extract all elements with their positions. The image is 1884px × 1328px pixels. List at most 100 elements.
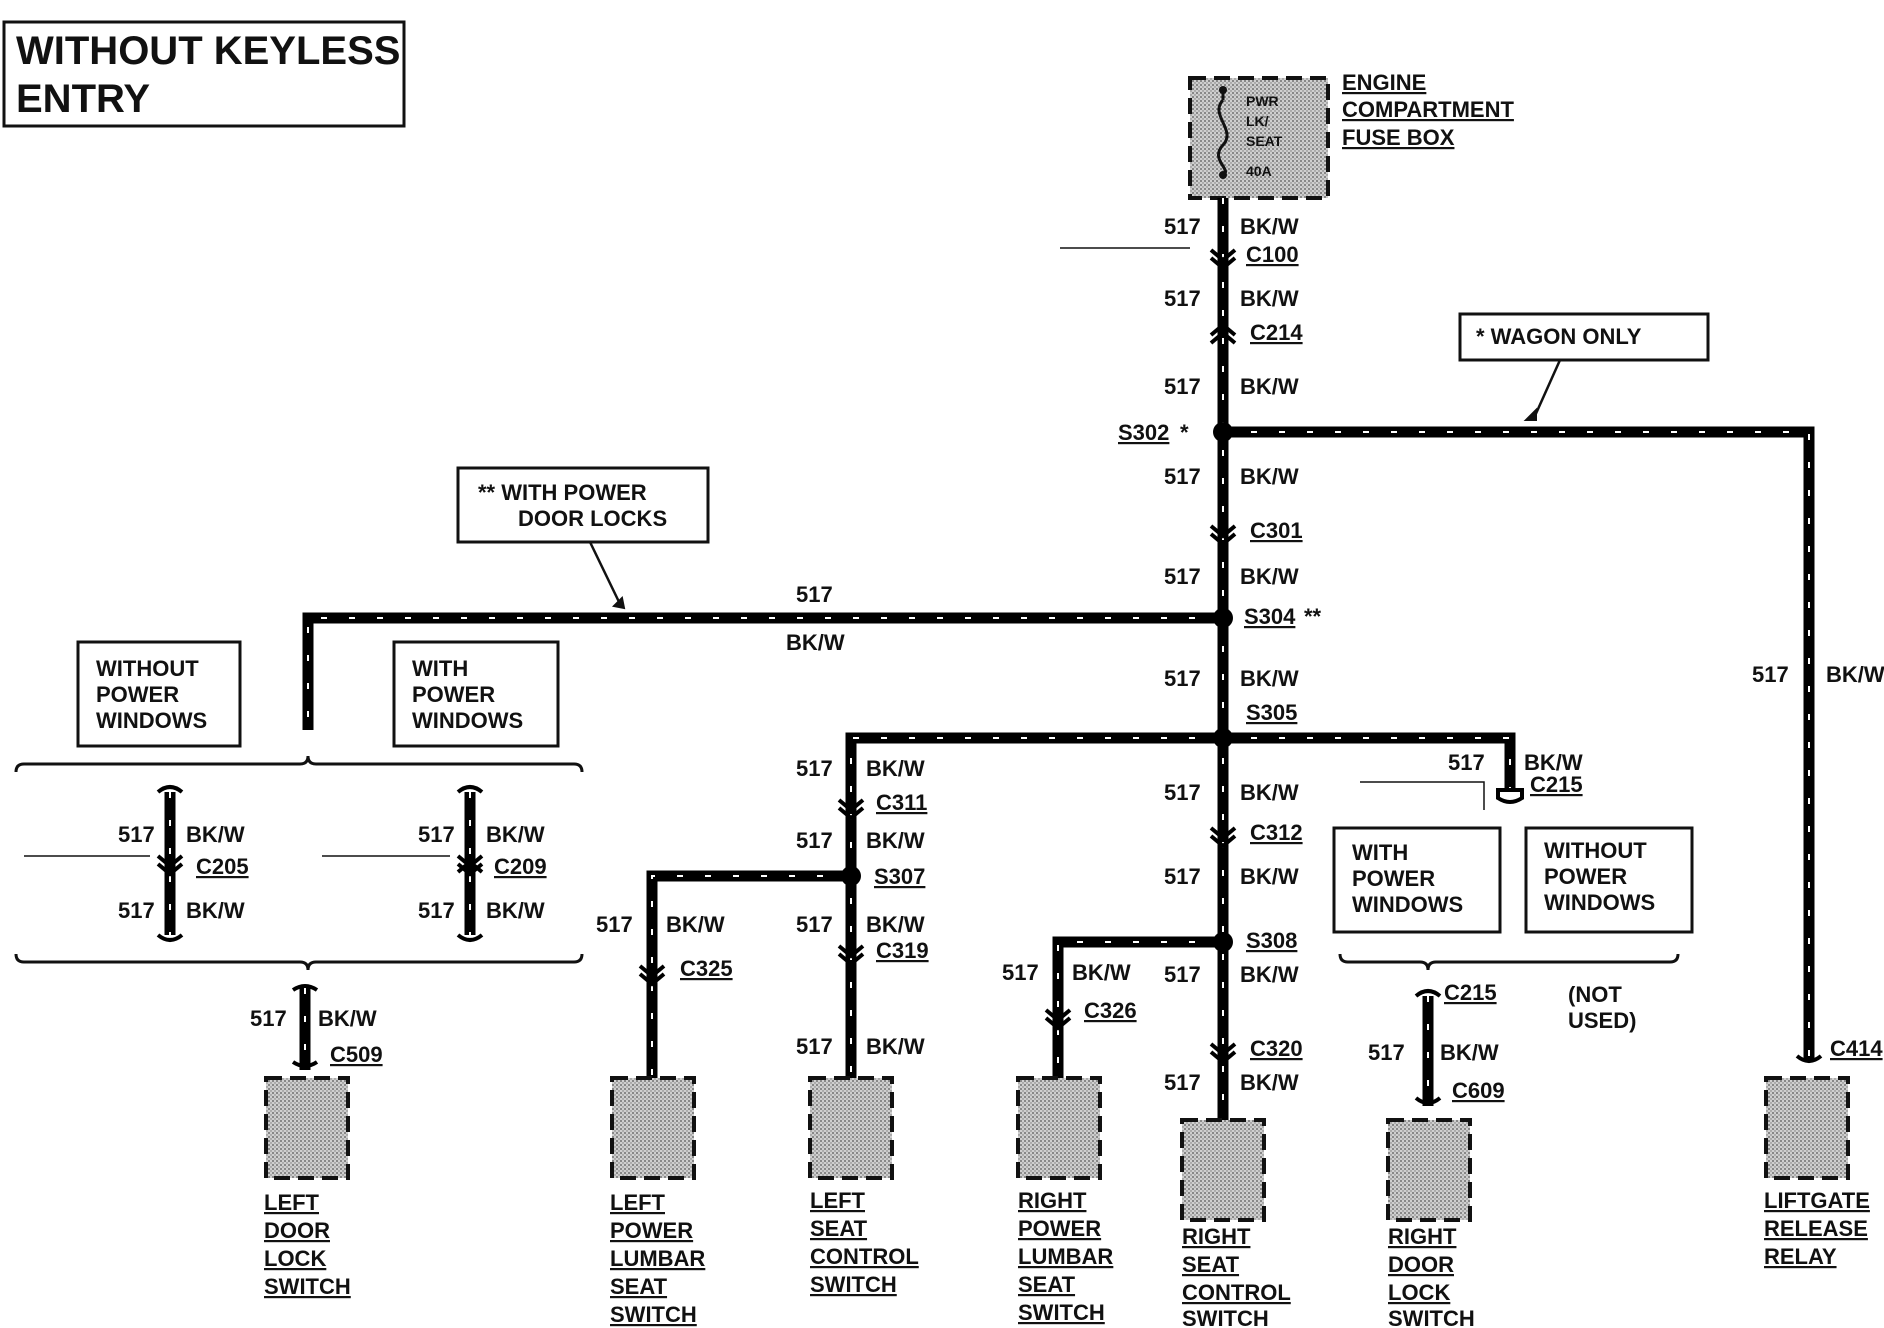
splice-s304 <box>1213 608 1233 628</box>
wire-number-s307: 517 <box>596 912 633 937</box>
right-door-lock-box <box>1386 1118 1472 1222</box>
connector-c301-label: C301 <box>1250 518 1303 543</box>
note-lw-line-1: WITHOUT <box>96 656 199 681</box>
connector-c209-symbol <box>456 854 484 877</box>
lpl-2: POWER <box>610 1218 693 1243</box>
note-rwp-line-2: POWER <box>1352 866 1435 891</box>
splice-s302 <box>1213 422 1233 442</box>
ldl-3: LOCK <box>264 1246 326 1271</box>
right-power-lumbar-seat-switch: RIGHT POWER LUMBAR SEAT SWITCH <box>1018 1188 1113 1325</box>
wire-number-trunk-4: 517 <box>1164 464 1201 489</box>
wire-color-s307: BK/W <box>666 912 725 937</box>
note-left-without-power-windows: WITHOUT POWER WINDOWS <box>76 640 242 748</box>
wire-number-s305-left-1: 517 <box>796 756 833 781</box>
fuse-text-4: 40A <box>1246 163 1272 179</box>
connector-c215-label: C215 <box>1530 772 1583 797</box>
splice-s302-marker: * <box>1180 420 1189 445</box>
splice-s307 <box>841 866 861 886</box>
connector-c209-label: C209 <box>494 854 547 879</box>
note-power-locks-line-1: ** WITH POWER <box>478 480 647 505</box>
connector-c100-label: C100 <box>1246 242 1299 267</box>
left-seat-control-switch: LEFT SEAT CONTROL SWITCH <box>810 1188 919 1297</box>
note-right-without-power-windows: WITHOUT POWER WINDOWS <box>1524 826 1694 934</box>
rsc-2: SEAT <box>1182 1252 1240 1277</box>
right-seat-control-box <box>1180 1118 1266 1222</box>
right-seat-control-switch: RIGHT SEAT CONTROL SWITCH <box>1182 1224 1291 1328</box>
connector-c205-symbol <box>156 854 184 877</box>
lsc-2: SEAT <box>810 1216 868 1241</box>
note-rw-line-2: POWER <box>1544 864 1627 889</box>
lpl-4: SEAT <box>610 1274 668 1299</box>
wire-number-trunk-7: 517 <box>1164 780 1201 805</box>
connector-c215-bottom-label: C215 <box>1444 980 1497 1005</box>
splice-s307-label: S307 <box>874 864 925 889</box>
rpl-3: LUMBAR <box>1018 1244 1113 1269</box>
splice-s304-label: S304 <box>1244 604 1296 629</box>
connector-c609-label: C609 <box>1452 1078 1505 1103</box>
rpl-2: POWER <box>1018 1216 1101 1241</box>
left-power-lumbar-seat-switch: LEFT POWER LUMBAR SEAT SWITCH <box>610 1190 705 1327</box>
fuse-box-label-1: ENGINE <box>1342 70 1426 95</box>
lsc-4: SWITCH <box>810 1272 897 1297</box>
wire-number-trunk-9: 517 <box>1164 962 1201 987</box>
rpl-1: RIGHT <box>1018 1188 1087 1213</box>
left-door-lock-switch-box <box>264 1076 350 1180</box>
fuse-icon <box>1217 98 1229 177</box>
brace-right-bottom <box>1338 953 1680 971</box>
wire-number-c205-bottom: 517 <box>118 898 155 923</box>
wire-number-s305-left-3: 517 <box>796 912 833 937</box>
note-wagon-only-text: * WAGON ONLY <box>1476 324 1642 349</box>
wire-number-c209-top: 517 <box>418 822 455 847</box>
wire-color-s305-left-2: BK/W <box>866 828 925 853</box>
lpl-1: LEFT <box>610 1190 666 1215</box>
wire-number-trunk-10: 517 <box>1164 1070 1201 1095</box>
connector-c311-label: C311 <box>876 790 927 815</box>
connector-c215-bottom-symbol <box>1414 989 1442 998</box>
connector-c509-label: C509 <box>330 1042 383 1067</box>
splice-s308 <box>1213 932 1233 952</box>
wire-color-trunk-5: BK/W <box>1240 564 1299 589</box>
wire-number-s308: 517 <box>1002 960 1039 985</box>
wire-number-trunk-5: 517 <box>1164 564 1201 589</box>
brace-left-bottom <box>14 953 584 971</box>
connector-c301-symbol <box>1209 524 1237 547</box>
wire-s304-branch <box>302 612 1223 730</box>
wire-number-trunk-8: 517 <box>1164 864 1201 889</box>
lrr-2: RELEASE <box>1764 1216 1868 1241</box>
note-lwp-line-2: POWER <box>412 682 495 707</box>
wire-color-s305-left-1: BK/W <box>866 756 925 781</box>
lsc-1: LEFT <box>810 1188 866 1213</box>
rsc-4: SWITCH <box>1182 1306 1269 1328</box>
right-door-lock-switch: RIGHT DOOR LOCK SWITCH <box>1388 1224 1475 1328</box>
connector-c205-top <box>156 785 184 942</box>
connector-c326-symbol <box>1044 1008 1072 1031</box>
splice-s305-label: S305 <box>1246 700 1297 725</box>
title-line-1: WITHOUT KEYLESS <box>16 29 400 73</box>
wire-number-c209-bottom: 517 <box>418 898 455 923</box>
rpl-5: SWITCH <box>1018 1300 1105 1325</box>
note-lwp-line-3: WINDOWS <box>412 708 523 733</box>
wire-number-s304-branch: 517 <box>796 582 833 607</box>
connector-c312-label: C312 <box>1250 820 1303 845</box>
wire-color-trunk-4: BK/W <box>1240 464 1299 489</box>
wire-number-s305-left-4: 517 <box>796 1034 833 1059</box>
connector-labels: C100 C214 C301 C312 C320 C311 C319 C325 … <box>196 242 1883 1103</box>
liftgate-release-relay: LIFTGATE RELEASE RELAY <box>1764 1188 1870 1269</box>
wire-number-trunk-6: 517 <box>1164 666 1201 691</box>
note-power-locks-line-2: DOOR LOCKS <box>518 506 667 531</box>
lrr-1: LIFTGATE <box>1764 1188 1870 1213</box>
wire-color-trunk-10: BK/W <box>1240 1070 1299 1095</box>
note-not-used: (NOT USED) <box>1568 982 1636 1033</box>
left-power-lumbar-box <box>610 1076 696 1180</box>
brace-left-top <box>14 755 584 773</box>
wire-color-c609: BK/W <box>1440 1040 1499 1065</box>
note-not-used-line-2: USED) <box>1568 1008 1636 1033</box>
liftgate-release-relay-box <box>1764 1076 1850 1180</box>
connector-c414-label: C414 <box>1830 1036 1883 1061</box>
connector-c312-symbol <box>1209 826 1237 849</box>
wire-color-trunk-8: BK/W <box>1240 864 1299 889</box>
wiring <box>164 198 1815 1120</box>
lrr-3: RELAY <box>1764 1244 1837 1269</box>
connector-c320-symbol <box>1209 1042 1237 1065</box>
